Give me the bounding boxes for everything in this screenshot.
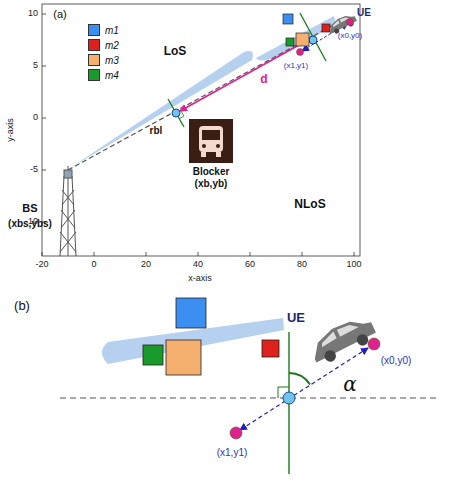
annotation: y-axis xyxy=(6,118,16,142)
direction-arrow xyxy=(240,348,368,430)
position-dot xyxy=(230,427,242,439)
scatterer xyxy=(286,38,294,46)
bus-icon xyxy=(189,119,233,163)
annotation: (x1,y1) xyxy=(284,62,308,71)
legend-swatch xyxy=(88,54,100,66)
angle-arc xyxy=(289,373,310,385)
beam xyxy=(256,16,336,60)
legend-row: m2 xyxy=(88,39,119,51)
distance-arrow xyxy=(180,40,308,111)
position-dot xyxy=(347,19,354,26)
tick-label: -20 xyxy=(35,260,48,270)
annotation: UE xyxy=(287,311,305,325)
bs-tower xyxy=(60,166,76,256)
los-line xyxy=(60,397,440,398)
annotation: (a) xyxy=(53,8,66,20)
annotation: d xyxy=(260,73,267,86)
blocker-node: Blocker(xb,yb) xyxy=(189,119,233,189)
perpendicular-line xyxy=(168,99,184,127)
node-subtitle: (xb,yb) xyxy=(195,178,228,190)
legend-row: m3 xyxy=(88,54,119,66)
annotation: (x0,y0) xyxy=(338,32,362,41)
tick-label: 0 xyxy=(91,260,96,270)
annotation: BS xyxy=(22,202,37,214)
position-dot xyxy=(368,338,380,350)
legend-swatch xyxy=(88,24,100,36)
legend-swatch xyxy=(88,69,100,81)
annotation: rbl xyxy=(150,125,163,136)
legend-text: m2 xyxy=(105,40,119,51)
annotation: UE xyxy=(357,7,371,18)
tick-label: 10 xyxy=(28,9,38,19)
annotation: (x0,y0) xyxy=(381,355,412,366)
annotation: (b) xyxy=(14,299,30,313)
legend-text: m3 xyxy=(105,55,119,66)
plot-frame xyxy=(42,4,360,256)
los-line xyxy=(68,18,346,170)
tick-label: -5 xyxy=(30,165,38,175)
scatterer xyxy=(143,345,163,365)
tick-label: 80 xyxy=(297,260,307,270)
node-title: Blocker xyxy=(193,166,230,178)
legend-text: m1 xyxy=(105,25,119,36)
intersection-point xyxy=(309,36,317,44)
beam xyxy=(70,51,253,168)
scatterer xyxy=(262,340,279,357)
scatterer xyxy=(322,24,330,32)
annotation: (x1,y1) xyxy=(217,447,248,458)
annotation: x-axis xyxy=(188,274,212,284)
axis-ticks xyxy=(42,14,354,256)
intersection-point xyxy=(283,392,295,404)
intersection-point xyxy=(172,109,180,117)
car xyxy=(306,313,379,368)
scatterer xyxy=(296,33,309,46)
annotation: LoS xyxy=(164,45,187,58)
annotation: NLoS xyxy=(294,198,325,211)
legend-row: m4 xyxy=(88,69,119,81)
tick-label: 0 xyxy=(33,113,38,123)
scatterer xyxy=(166,340,201,375)
tick-label: 5 xyxy=(33,61,38,71)
tick-label: 20 xyxy=(141,260,151,270)
legend-swatch xyxy=(88,39,100,51)
position-dot xyxy=(297,49,304,56)
tick-label: 60 xyxy=(245,260,255,270)
legend-row: m1 xyxy=(88,24,119,36)
tick-label: 100 xyxy=(346,260,361,270)
scatterer xyxy=(176,298,206,328)
tick-label: 40 xyxy=(193,260,203,270)
legend-text: m4 xyxy=(105,70,119,81)
scatterer xyxy=(283,14,293,24)
annotation: α xyxy=(343,373,357,395)
tick-label: -10 xyxy=(25,217,38,227)
